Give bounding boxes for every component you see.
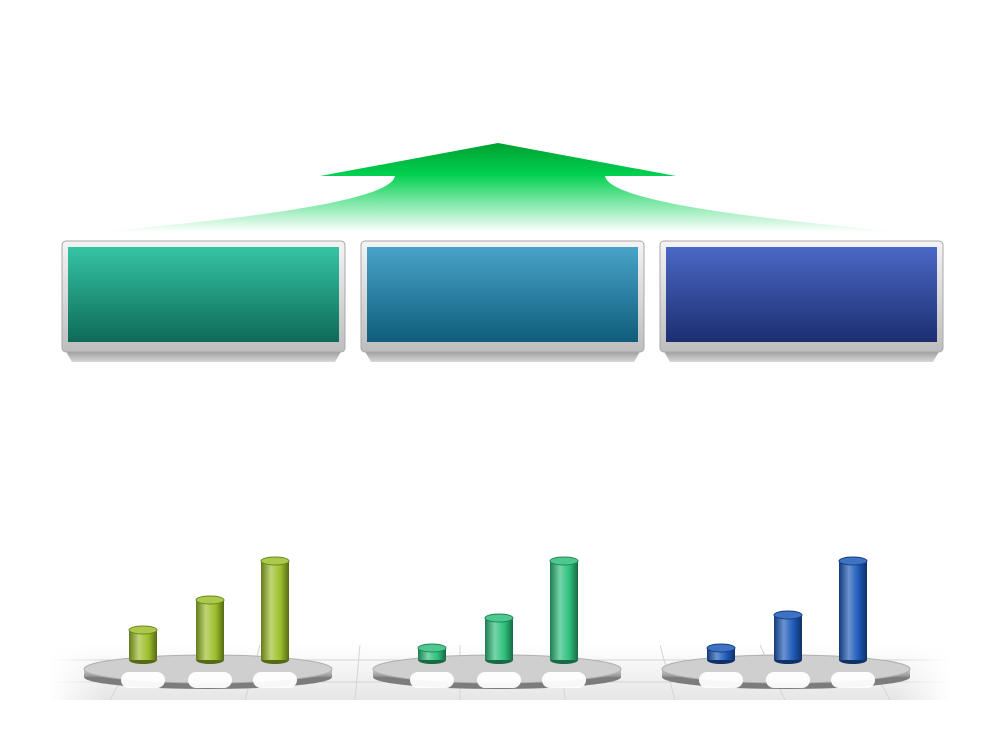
bar-cap bbox=[549, 556, 579, 566]
bar-group-3-2 bbox=[773, 610, 803, 664]
panel-3-face bbox=[666, 247, 937, 342]
up-arrow bbox=[100, 143, 900, 232]
bar-label-pad-group-1-2 bbox=[188, 672, 232, 688]
bar-label-pad-group-2-2 bbox=[477, 672, 521, 688]
bar-body bbox=[550, 561, 578, 660]
bar-group-3-3 bbox=[838, 556, 868, 664]
bar-group-2-1 bbox=[417, 643, 447, 664]
bar-label-pad-group-2-3 bbox=[542, 672, 586, 688]
bar-cap bbox=[417, 643, 447, 653]
bar-body bbox=[839, 561, 867, 660]
bar-label-pad-group-3-3 bbox=[831, 672, 875, 688]
chart-group-1 bbox=[83, 556, 333, 689]
panel-2-face bbox=[367, 247, 638, 342]
bar-body bbox=[261, 561, 289, 660]
chart-group-2 bbox=[372, 556, 622, 689]
bar-group-1-3 bbox=[260, 556, 290, 664]
bar-cap bbox=[484, 613, 514, 623]
panel-2 bbox=[360, 240, 645, 362]
bar-label-pad-group-1-3 bbox=[253, 672, 297, 688]
bar-label-pad-group-3-2 bbox=[766, 672, 810, 688]
bar-cap bbox=[260, 556, 290, 566]
bar-cap bbox=[773, 610, 803, 620]
bar-cap bbox=[195, 595, 225, 605]
bar-group-2-3 bbox=[549, 556, 579, 664]
panel-1-face bbox=[68, 247, 339, 342]
bar-body bbox=[196, 600, 224, 660]
bar-body bbox=[485, 618, 513, 660]
bar-cap bbox=[706, 643, 736, 653]
bar-cap bbox=[128, 625, 158, 635]
bar-label-pad-group-3-1 bbox=[699, 672, 743, 688]
bar-group-1-1 bbox=[128, 625, 158, 664]
bar-group-1-2 bbox=[195, 595, 225, 664]
bar-body bbox=[129, 630, 157, 660]
bar-label-pad-group-2-1 bbox=[410, 672, 454, 688]
bar-label-pad-group-1-1 bbox=[121, 672, 165, 688]
chart-group-3 bbox=[661, 556, 911, 689]
panel-3 bbox=[659, 240, 944, 362]
bar-body bbox=[774, 615, 802, 660]
bar-group-2-2 bbox=[484, 613, 514, 664]
bar-group-3-1 bbox=[706, 643, 736, 664]
panel-1 bbox=[61, 240, 346, 362]
bar-cap bbox=[838, 556, 868, 566]
